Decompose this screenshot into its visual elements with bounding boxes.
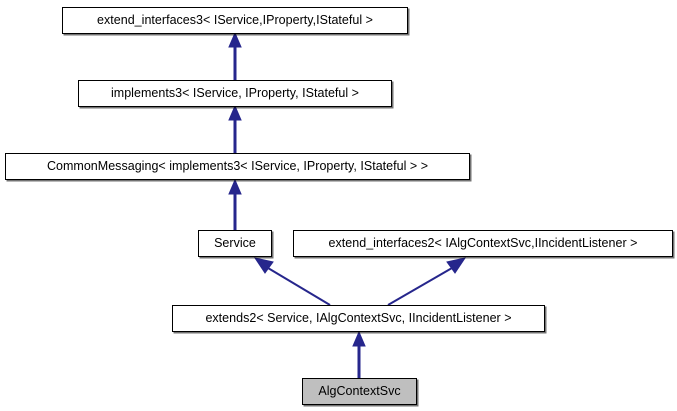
class-node-extend-interfaces2[interactable]: extend_interfaces2< IAlgContextSvc,IInci… [293,230,673,257]
class-node-label: Service [214,236,256,251]
edge-commonmessaging-to-implements3 [228,104,242,153]
class-node-algcontextsvc[interactable]: AlgContextSvc [302,378,417,405]
edge-extends2-to-extend-interfaces2 [387,257,467,306]
class-node-label: extend_interfaces3< IService,IProperty,I… [97,13,373,28]
class-node-extends2[interactable]: extends2< Service, IAlgContextSvc, IInci… [172,305,545,332]
class-node-label: implements3< IService, IProperty, IState… [110,86,359,101]
class-node-label: extend_interfaces2< IAlgContextSvc,IInci… [328,236,638,251]
class-node-label: CommonMessaging< implements3< IService, … [46,159,429,174]
edge-service-to-commonmessaging [228,178,242,230]
class-node-extend-interfaces3[interactable]: extend_interfaces3< IService,IProperty,I… [62,7,408,34]
edge-extends2-to-service [253,257,331,306]
class-node-service[interactable]: Service [198,230,272,257]
edge-algcontextsvc-to-extends2 [352,330,366,378]
class-node-label: extends2< Service, IAlgContextSvc, IInci… [205,311,512,326]
class-node-label: AlgContextSvc [318,384,401,399]
class-node-implements3[interactable]: implements3< IService, IProperty, IState… [78,80,392,107]
edge-implements3-to-extend-interfaces3 [228,31,242,80]
class-node-commonmessaging[interactable]: CommonMessaging< implements3< IService, … [5,153,470,180]
